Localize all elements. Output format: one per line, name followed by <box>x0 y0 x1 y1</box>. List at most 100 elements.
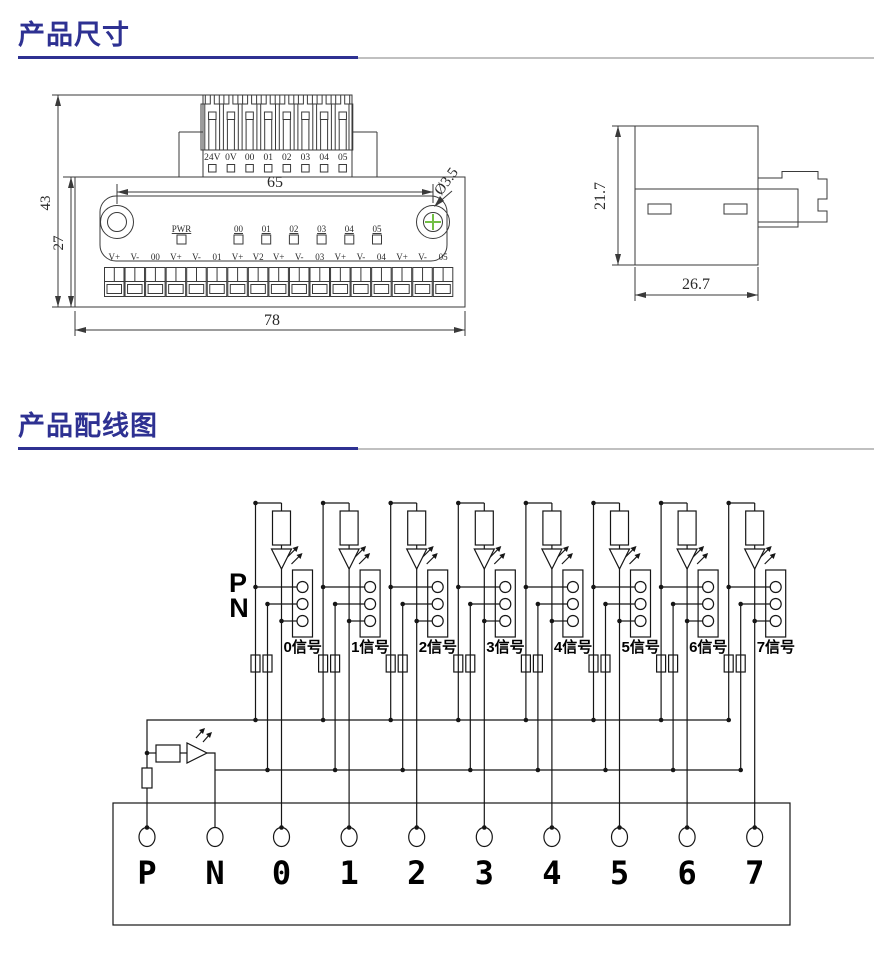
dimension-27: 27 <box>51 176 78 307</box>
plug-label: 03 <box>301 153 311 163</box>
terminal-marking-row: V+ V- 00 V+ V- 01 V+ V2 V+ V- 03 V+ V- 0… <box>109 252 449 262</box>
plug-label: 02 <box>282 153 292 163</box>
terminal-label: 7 <box>745 854 764 892</box>
module-body <box>74 176 466 308</box>
side-view: 21.7 26.7 <box>592 125 828 301</box>
terminal-mark: 03 <box>315 252 325 262</box>
plug-label: 05 <box>338 153 348 163</box>
side-slot-right <box>723 203 748 215</box>
led-04 <box>344 234 355 245</box>
terminal-label: 5 <box>610 854 629 892</box>
plug-connector: 24V 0V 00 01 02 03 04 05 <box>178 94 378 178</box>
terminal-label: N <box>205 854 224 892</box>
dimension-43: 43 <box>38 94 203 308</box>
channel-label: 6信号 <box>689 638 727 656</box>
led-label: 00 <box>234 224 244 234</box>
led-03 <box>316 234 327 245</box>
dim-65-label: 65 <box>267 174 283 191</box>
channel-label: 2信号 <box>419 638 457 656</box>
led-label: PWR <box>172 224 192 234</box>
terminal-mark: 04 <box>377 252 387 262</box>
terminal-label: 6 <box>677 854 696 892</box>
divider-accent-2 <box>18 447 358 450</box>
terminal-mark: V+ <box>109 252 121 262</box>
pwr-resistor <box>155 744 181 763</box>
divider-accent-1 <box>18 56 358 59</box>
led-02 <box>288 234 299 245</box>
bus-and-power-indicator <box>141 719 741 830</box>
dim-78-label: 78 <box>264 312 280 329</box>
led-label: 05 <box>373 224 383 234</box>
terminal-mark: 00 <box>151 252 161 262</box>
wiring-diagram-drawing: 0信号 1信号 2信号 3信号 4信号 5信号 6信号 7信号 P N <box>112 500 796 926</box>
led-label: 04 <box>345 224 355 234</box>
terminal-mark: 01 <box>213 252 222 262</box>
terminal-strip <box>104 267 454 297</box>
section-title-wiring: 产品配线图 <box>18 411 158 441</box>
channel-label: 0信号 <box>284 638 322 656</box>
dimension-26-7: 26.7 <box>634 267 759 301</box>
plug-label: 00 <box>245 153 255 163</box>
terminal-mark: V- <box>130 252 139 262</box>
channel-units <box>250 500 787 831</box>
plug-label: 24V <box>204 153 221 163</box>
p-bus-label: P <box>229 568 247 598</box>
dim-27-label: 27 <box>51 235 67 251</box>
pwr-led-icon <box>186 728 212 764</box>
led-05 <box>372 234 382 245</box>
side-slot-left <box>647 203 672 215</box>
dimension-65: 65 <box>116 174 434 204</box>
plug-pin-labels: 24V 0V 00 01 02 03 04 05 <box>204 153 348 163</box>
hole-center-cross-icon <box>425 214 441 230</box>
channel-label: 1信号 <box>351 638 389 656</box>
plug-label: 0V <box>225 153 237 163</box>
led-pwr <box>176 234 187 245</box>
terminal-label: 3 <box>475 854 494 892</box>
side-connector <box>757 171 828 228</box>
terminal-label: 2 <box>407 854 426 892</box>
front-view: 24V 0V 00 01 02 03 04 05 <box>38 94 466 336</box>
terminal-mark: V+ <box>170 252 182 262</box>
dimension-21-7: 21.7 <box>592 125 637 266</box>
terminal-mark: V+ <box>273 252 285 262</box>
product-dimensions-drawing: 24V 0V 00 01 02 03 04 05 <box>38 94 828 336</box>
mounting-hole-left <box>100 205 134 239</box>
mounting-hole-right <box>416 205 450 239</box>
terminal-mark: 05 <box>439 252 449 262</box>
terminal-mark: V- <box>192 252 201 262</box>
led-label: 03 <box>317 224 327 234</box>
dimension-78: 78 <box>74 311 466 336</box>
channel-label: 3信号 <box>486 638 524 656</box>
terminal-box: P N 0 1 2 3 4 5 6 7 <box>112 802 791 926</box>
plug-label: 04 <box>319 153 329 163</box>
terminal-mark: V+ <box>232 252 244 262</box>
channel-label: 7信号 <box>757 638 795 656</box>
dim-43-label: 43 <box>38 196 54 211</box>
dimension-hole-diameter: Ø3.5 <box>432 165 462 207</box>
terminal-mark: V- <box>357 252 366 262</box>
channel-label: 5信号 <box>622 638 660 656</box>
terminal-mark: V- <box>295 252 304 262</box>
led-00 <box>233 234 244 245</box>
led-01 <box>261 234 272 245</box>
dim-hole-label: Ø3.5 <box>432 165 462 198</box>
section-title-dimensions: 产品尺寸 <box>18 20 130 50</box>
dim-26-7-label: 26.7 <box>682 276 710 293</box>
p-line-resistor <box>141 767 153 789</box>
channel-label: 4信号 <box>554 638 592 656</box>
terminal-mark: V2 <box>253 252 264 262</box>
terminal-mark: V- <box>418 252 427 262</box>
terminal-mark: V+ <box>396 252 408 262</box>
led-label: 02 <box>289 224 298 234</box>
terminal-mark: V+ <box>335 252 347 262</box>
plug-label: 01 <box>263 153 273 163</box>
dim-21-7-label: 21.7 <box>592 182 609 210</box>
terminal-label: 4 <box>542 854 561 892</box>
divider-gray-2 <box>358 448 874 450</box>
channel-labels: 0信号 1信号 2信号 3信号 4信号 5信号 6信号 7信号 <box>284 638 796 656</box>
terminal-label: 0 <box>272 854 291 892</box>
led-label: 01 <box>262 224 271 234</box>
divider-gray-1 <box>358 57 874 59</box>
n-bus-label: N <box>229 593 249 623</box>
